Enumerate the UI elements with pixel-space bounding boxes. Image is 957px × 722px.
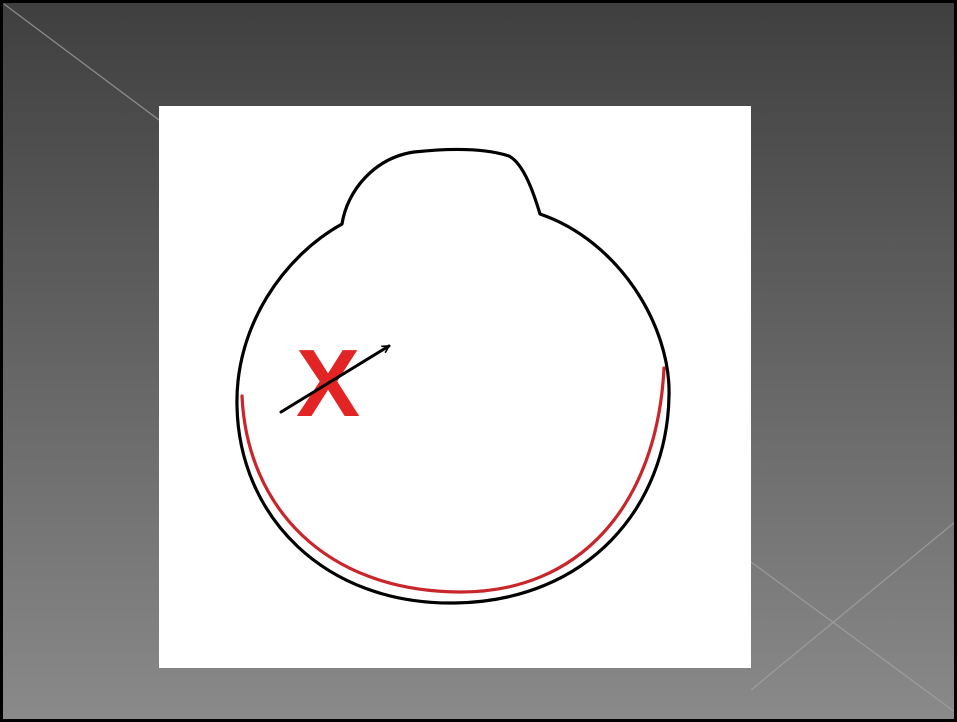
diagram-panel: X (159, 106, 751, 668)
diagram-svg: X (159, 106, 751, 668)
